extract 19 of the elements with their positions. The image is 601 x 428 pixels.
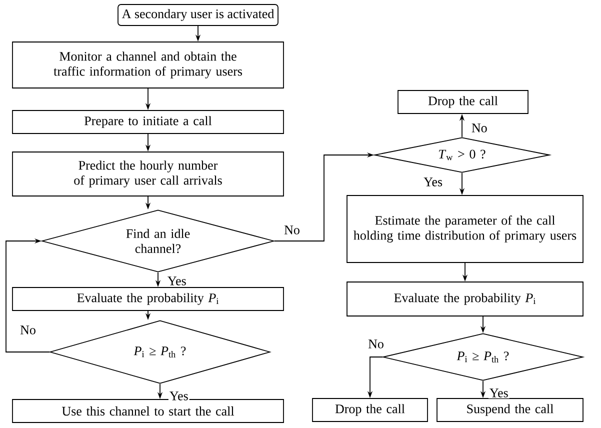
edge-label: No bbox=[283, 224, 301, 236]
edge-label: No bbox=[470, 122, 488, 134]
arrow bbox=[6, 238, 50, 352]
edge-label: Yes bbox=[166, 276, 188, 286]
process-box: Evaluate the probability P$_{i}$ bbox=[346, 282, 584, 316]
process-box: Prepare to initiate a call bbox=[12, 110, 284, 134]
process-box: Monitor a channel and obtain the traffic information of primary users bbox=[12, 42, 284, 88]
process-box: Estimate the parameter of the call holding time distribution of primary users bbox=[346, 195, 584, 263]
process-box: Suspend the call bbox=[436, 398, 584, 422]
process-box: Drop the call bbox=[398, 90, 528, 114]
edge-label: No bbox=[19, 324, 37, 336]
edge-label: Yes bbox=[488, 388, 510, 398]
start-terminal: A secondary user is activated bbox=[118, 4, 278, 26]
process-box: Use this channel to start the call bbox=[12, 399, 284, 423]
process-box: Predict the hourly number of primary user call arrivals bbox=[12, 152, 284, 196]
edge-label: Yes bbox=[422, 176, 444, 188]
edge-label: Yes bbox=[168, 390, 190, 402]
process-box: Evaluate the probability P$_{i}$ bbox=[12, 287, 284, 311]
process-box: Drop the call bbox=[312, 398, 428, 422]
